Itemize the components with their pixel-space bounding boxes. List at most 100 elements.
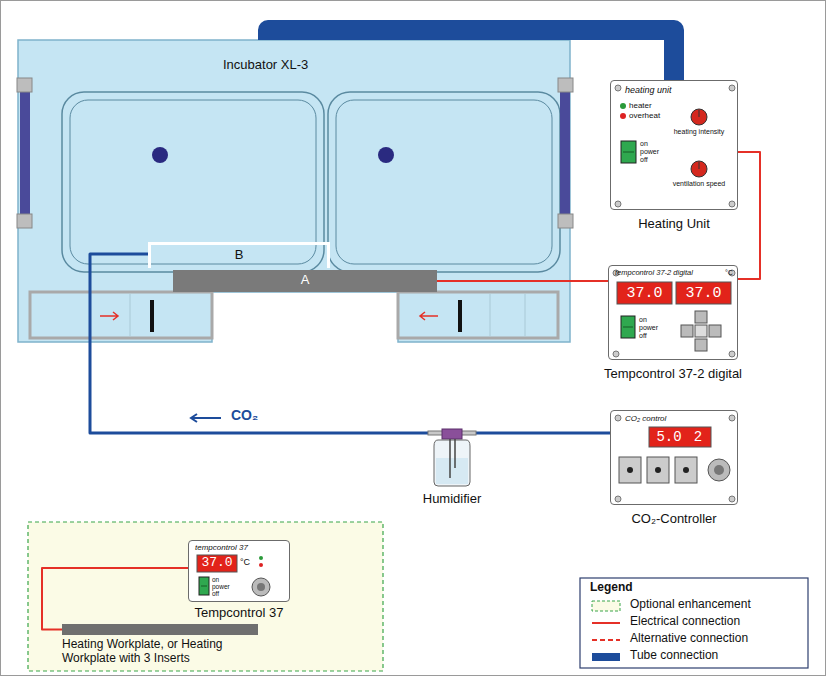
node-text: off xyxy=(212,590,219,597)
node-text: tempcontrol 37 xyxy=(195,543,248,552)
circle-shape xyxy=(620,103,626,109)
caption: CO₂-Controller xyxy=(631,512,716,527)
rect-shape xyxy=(695,339,707,351)
optional-area xyxy=(28,522,383,671)
slide-arrow xyxy=(420,312,438,320)
rect-shape xyxy=(619,457,641,483)
circle-shape xyxy=(252,578,270,596)
node-text: ventilation speed xyxy=(661,180,737,188)
rect-shape xyxy=(621,316,635,338)
circle-shape xyxy=(615,415,621,421)
legend-sample xyxy=(590,599,622,613)
caption: Heating Unit xyxy=(638,217,710,232)
heating-plate-a: A xyxy=(173,270,437,292)
tube-connection xyxy=(268,30,674,80)
legend-box xyxy=(580,578,808,668)
humidifier: Humidifier xyxy=(428,428,476,488)
circle-shape xyxy=(615,85,621,91)
heating-unit: heating unitheateroverheatheating intens… xyxy=(610,80,738,210)
panel-drawing xyxy=(611,81,739,211)
node-text: 37.0 xyxy=(197,556,237,571)
node-text: B xyxy=(235,248,244,263)
node-text: power xyxy=(639,324,658,332)
caption: Humidifier xyxy=(423,492,482,507)
line-shape xyxy=(454,439,456,468)
line-shape xyxy=(699,162,700,169)
node-text: on xyxy=(212,576,219,583)
legend-sample xyxy=(590,616,622,630)
frame-b: B xyxy=(148,242,330,268)
port xyxy=(152,147,168,163)
circle-shape xyxy=(691,109,707,125)
node-text: A xyxy=(301,273,310,288)
node-text: °C xyxy=(240,557,250,567)
rect-shape xyxy=(695,311,707,323)
rect-shape xyxy=(199,577,209,595)
tempcontrol-panel: tempcontrol 3737.0°ConpoweroffTempcontro… xyxy=(188,540,290,602)
drawer xyxy=(30,292,212,338)
electrical-wire xyxy=(42,568,188,630)
node-text: on xyxy=(640,140,648,148)
circle-shape xyxy=(613,351,619,357)
line-shape xyxy=(699,110,700,117)
node-text: Heating Workplate, or Heating Workplate … xyxy=(62,638,272,666)
rect-shape xyxy=(617,282,672,304)
handle xyxy=(20,90,30,215)
line-shape xyxy=(623,327,633,328)
node-text: 37.0 xyxy=(617,285,672,302)
node-text: 2 xyxy=(689,429,707,445)
node-text: overheat xyxy=(629,111,660,120)
drawer-divider xyxy=(490,294,491,336)
panel-drawing xyxy=(611,411,739,506)
circle-shape xyxy=(259,556,263,560)
legend-text: Electrical connection xyxy=(630,615,740,629)
node-text: 5.0 xyxy=(653,429,685,445)
rect-shape xyxy=(676,282,731,304)
line-shape xyxy=(592,622,620,624)
circle-shape xyxy=(615,201,621,207)
rect-shape xyxy=(436,458,468,484)
port xyxy=(378,147,394,163)
legend-sample xyxy=(590,650,622,664)
node-text: tempcontrol 37-2 digital xyxy=(615,269,693,278)
window xyxy=(328,92,560,272)
node-text: 37.0 xyxy=(676,285,731,302)
hinge xyxy=(558,78,573,92)
incubator-body xyxy=(18,40,570,342)
circle-shape xyxy=(729,85,735,91)
legend-text: Tube connection xyxy=(630,649,718,663)
caption: Tempcontrol 37 xyxy=(195,606,284,621)
electrical-wire xyxy=(738,152,760,279)
flow-arrow xyxy=(191,414,221,422)
legend-text: Optional enhancement xyxy=(630,598,751,612)
circle-shape xyxy=(257,583,265,591)
legend-title: Legend xyxy=(590,581,633,595)
rect-shape xyxy=(649,427,711,447)
node-text: on xyxy=(639,316,647,324)
node-text: heating unit xyxy=(625,85,672,95)
tempcontrol-panel: tempcontrol 37-2 digital°C37.037.0onpowe… xyxy=(608,265,738,360)
circle-shape xyxy=(655,467,661,473)
drawer-divider xyxy=(130,294,131,336)
drawer-divider xyxy=(525,294,526,336)
rect-shape xyxy=(197,555,237,572)
node-text: power xyxy=(212,583,230,590)
drawer xyxy=(398,292,558,338)
circle-shape xyxy=(620,113,626,119)
node-text: off xyxy=(639,332,647,340)
rect-shape xyxy=(592,653,620,661)
rect-shape xyxy=(647,457,669,483)
handle xyxy=(560,90,570,215)
rect-shape xyxy=(592,601,620,611)
node-text: Incubator XL-3 xyxy=(223,58,308,73)
co2-controller: CO₂ control5.02CO₂-Controller xyxy=(610,410,738,505)
line-shape xyxy=(592,639,620,641)
hinge xyxy=(17,78,32,92)
incubator: Incubator XL-3B A xyxy=(18,40,570,340)
rect-shape xyxy=(681,325,693,337)
panel-drawing xyxy=(609,266,739,361)
rect-shape xyxy=(695,325,707,337)
circle-shape xyxy=(729,351,735,357)
circle-shape xyxy=(627,467,633,473)
